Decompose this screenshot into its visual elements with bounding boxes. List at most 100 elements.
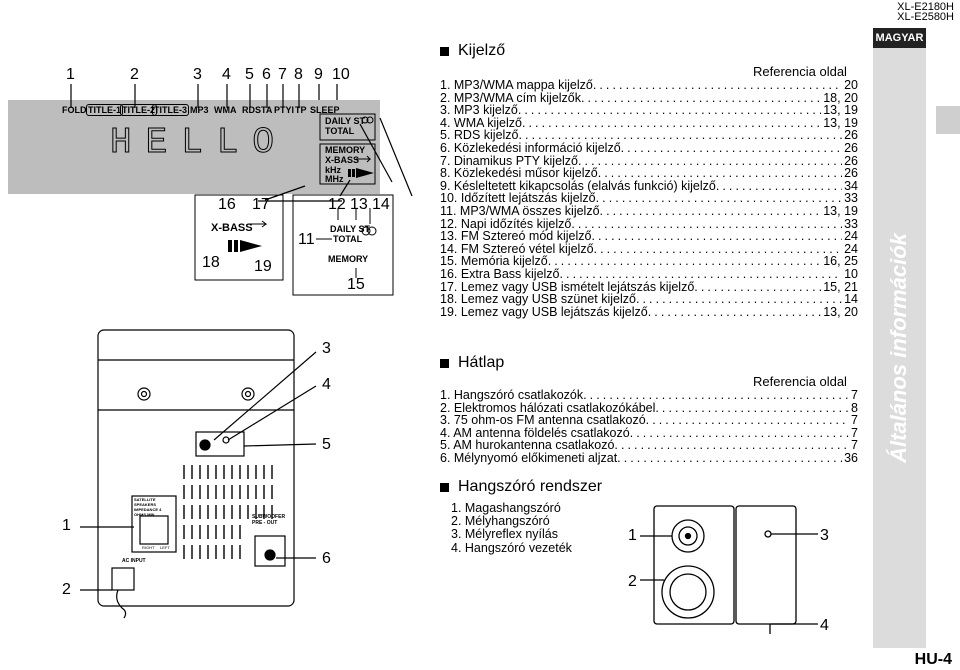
callout-16: 16	[218, 196, 236, 213]
speaker-section-title: Hangszóró rendszer	[440, 478, 602, 496]
callout-7: 7	[278, 66, 287, 83]
dot-leader	[600, 205, 822, 218]
display-item-page: 33	[844, 191, 858, 206]
display-item-page: 13, 19	[823, 203, 858, 218]
display-item: 1. MP3/WMA mappa kijelző 20	[440, 79, 858, 92]
rear-item: 1. Hangszóró csatlakozók7	[440, 389, 858, 402]
callout-5: 5	[245, 66, 254, 83]
display-item: 6. Közlekedési információ kijelző26	[440, 142, 858, 155]
speaker-part-item: 1. Magashangszóró	[451, 501, 561, 515]
speaker-drawing	[640, 505, 818, 634]
lcd-memory: MEMORY	[325, 145, 366, 155]
rear-item-page: 8	[851, 400, 858, 415]
display-item-label: 4. WMA kijelző	[440, 115, 522, 130]
left-label: LEFT	[160, 545, 170, 550]
display-item-page: 24	[844, 229, 858, 244]
callout-9: 9	[314, 66, 323, 83]
display-item-label: 11. MP3/WMA összes kijelző	[440, 203, 600, 218]
language-tab: MAGYAR	[873, 28, 926, 48]
speaker-terminal-label: SATELLITE SPEAKERS IMPEDANCE 4 OHMS MIN.	[134, 497, 162, 517]
speaker-callout-2: 2	[628, 573, 637, 590]
display-item-page: 34	[844, 178, 858, 193]
callout-1: 1	[66, 66, 75, 83]
dot-leader	[593, 79, 842, 92]
display-item: 4. WMA kijelző 13, 19	[440, 117, 858, 130]
dot-leader	[694, 281, 821, 294]
rear-item-label: 2. Elektromos hálózati csatlakozókábel	[440, 400, 656, 415]
display-item-label: 12. Napi időzítés kijelző	[440, 216, 572, 231]
display-item: 3. MP3 kijelző13, 19	[440, 104, 858, 117]
dot-leader	[655, 402, 849, 415]
rear-callout-3: 3	[322, 340, 331, 357]
rear-item-page: 7	[851, 425, 858, 440]
display-item: 17. Lemez vagy USB ismételt lejátszás ki…	[440, 279, 858, 294]
callout-3: 3	[193, 66, 202, 83]
display-item-page: 33	[844, 216, 858, 231]
display-indicator-list: 1. MP3/WMA mappa kijelző 20 2. MP3/WMA cím…	[440, 79, 858, 318]
display-item-page: 26	[844, 153, 858, 168]
display-item-label: 8. Közlekedési műsor kijelző	[440, 166, 598, 181]
speaker-callout-3: 3	[820, 527, 829, 544]
mp3-indicator: MP3	[190, 105, 209, 115]
rear-item-label: 4. AM antenna földelés csatlakozó	[440, 425, 630, 440]
lcd-display	[8, 100, 380, 194]
display-callout-lines: HELLO	[70, 84, 413, 202]
dot-leader	[522, 117, 821, 130]
rear-panel-drawing	[80, 329, 317, 619]
rear-item-label: 3. 75 ohm-os FM antenna csatlakozó	[440, 413, 646, 428]
display-item-page: 13, 19	[823, 115, 858, 130]
callout-2: 2	[130, 66, 139, 83]
dot-leader	[571, 218, 842, 231]
display-item-label: 2. MP3/WMA cím kijelzők	[440, 90, 581, 105]
display-section-title: Kijelző	[440, 42, 505, 60]
dot-leader	[591, 230, 842, 243]
callout-8: 8	[294, 66, 303, 83]
side-bar	[873, 48, 926, 648]
display-item: 12. Napi időzítés kijelző 33	[440, 216, 858, 231]
dot-leader	[581, 92, 821, 105]
display-item-page: 16, 25	[823, 254, 858, 269]
display-item-label: 10. Időzített lejátszás kijelző	[440, 191, 596, 206]
display-item-page: 15, 21	[823, 279, 858, 294]
display-item-page: 18, 20	[823, 90, 858, 105]
display-item-page: 10	[844, 266, 858, 281]
display-item: 13. FM Sztereó mód kijelző 24	[440, 230, 858, 243]
display-item: 19. Lemez vagy USB lejátszás kijelző13, …	[440, 306, 858, 319]
display-item-label: 18. Lemez vagy USB szünet kijelző	[440, 292, 636, 307]
tp-indicator: TP	[295, 105, 307, 115]
rear-item-label: 5. AM hurokantenna csatlakozó	[440, 438, 615, 453]
display-item-label: 13. FM Sztereó mód kijelző	[440, 229, 592, 244]
display-item: 14. FM Sztereó vétel kijelző24	[440, 243, 858, 256]
dot-leader	[636, 293, 842, 306]
dot-leader	[646, 414, 849, 427]
display-item-label: 17. Lemez vagy USB ismételt lejátszás ki…	[440, 279, 695, 294]
speaker-part-item: 4. Hangszóró vezeték	[451, 540, 572, 555]
rear-item-page: 7	[851, 388, 858, 402]
speaker-callout-4: 4	[820, 617, 829, 634]
speaker-part-item: 2. Mélyhangszóró	[451, 514, 550, 529]
display-item: 15. Memória kijelző 16, 25	[440, 255, 858, 268]
fold-indicator: FOLD	[62, 105, 87, 115]
dot-leader	[583, 389, 849, 402]
rear-item-page: 7	[851, 413, 858, 428]
callout-memory: MEMORY	[328, 254, 369, 264]
lcd-right-boxes	[319, 113, 376, 185]
display-item-label: 15. Memória kijelző	[440, 254, 548, 269]
right-label: RIGHT	[142, 545, 155, 550]
display-item-label: 1. MP3/WMA mappa kijelző	[440, 78, 593, 92]
display-item-label: 3. MP3 kijelző	[440, 103, 518, 118]
dot-leader	[716, 180, 842, 193]
rear-section-title: Hátlap	[440, 354, 504, 372]
callout-18: 18	[202, 254, 220, 271]
callout-12: 12	[328, 196, 346, 213]
dot-leader	[617, 452, 842, 465]
speaker-part-item: 3. Mélyreflex nyílás	[451, 527, 558, 542]
dot-leader	[630, 427, 849, 440]
callout-11: 11	[298, 231, 315, 248]
display-item-label: 5. RDS kijelző	[440, 128, 519, 143]
rear-callout-2: 2	[62, 581, 71, 598]
display-item-page: 20	[844, 78, 858, 92]
display-item-page: 26	[844, 166, 858, 181]
lcd-xbass: X-BASS	[325, 155, 360, 165]
